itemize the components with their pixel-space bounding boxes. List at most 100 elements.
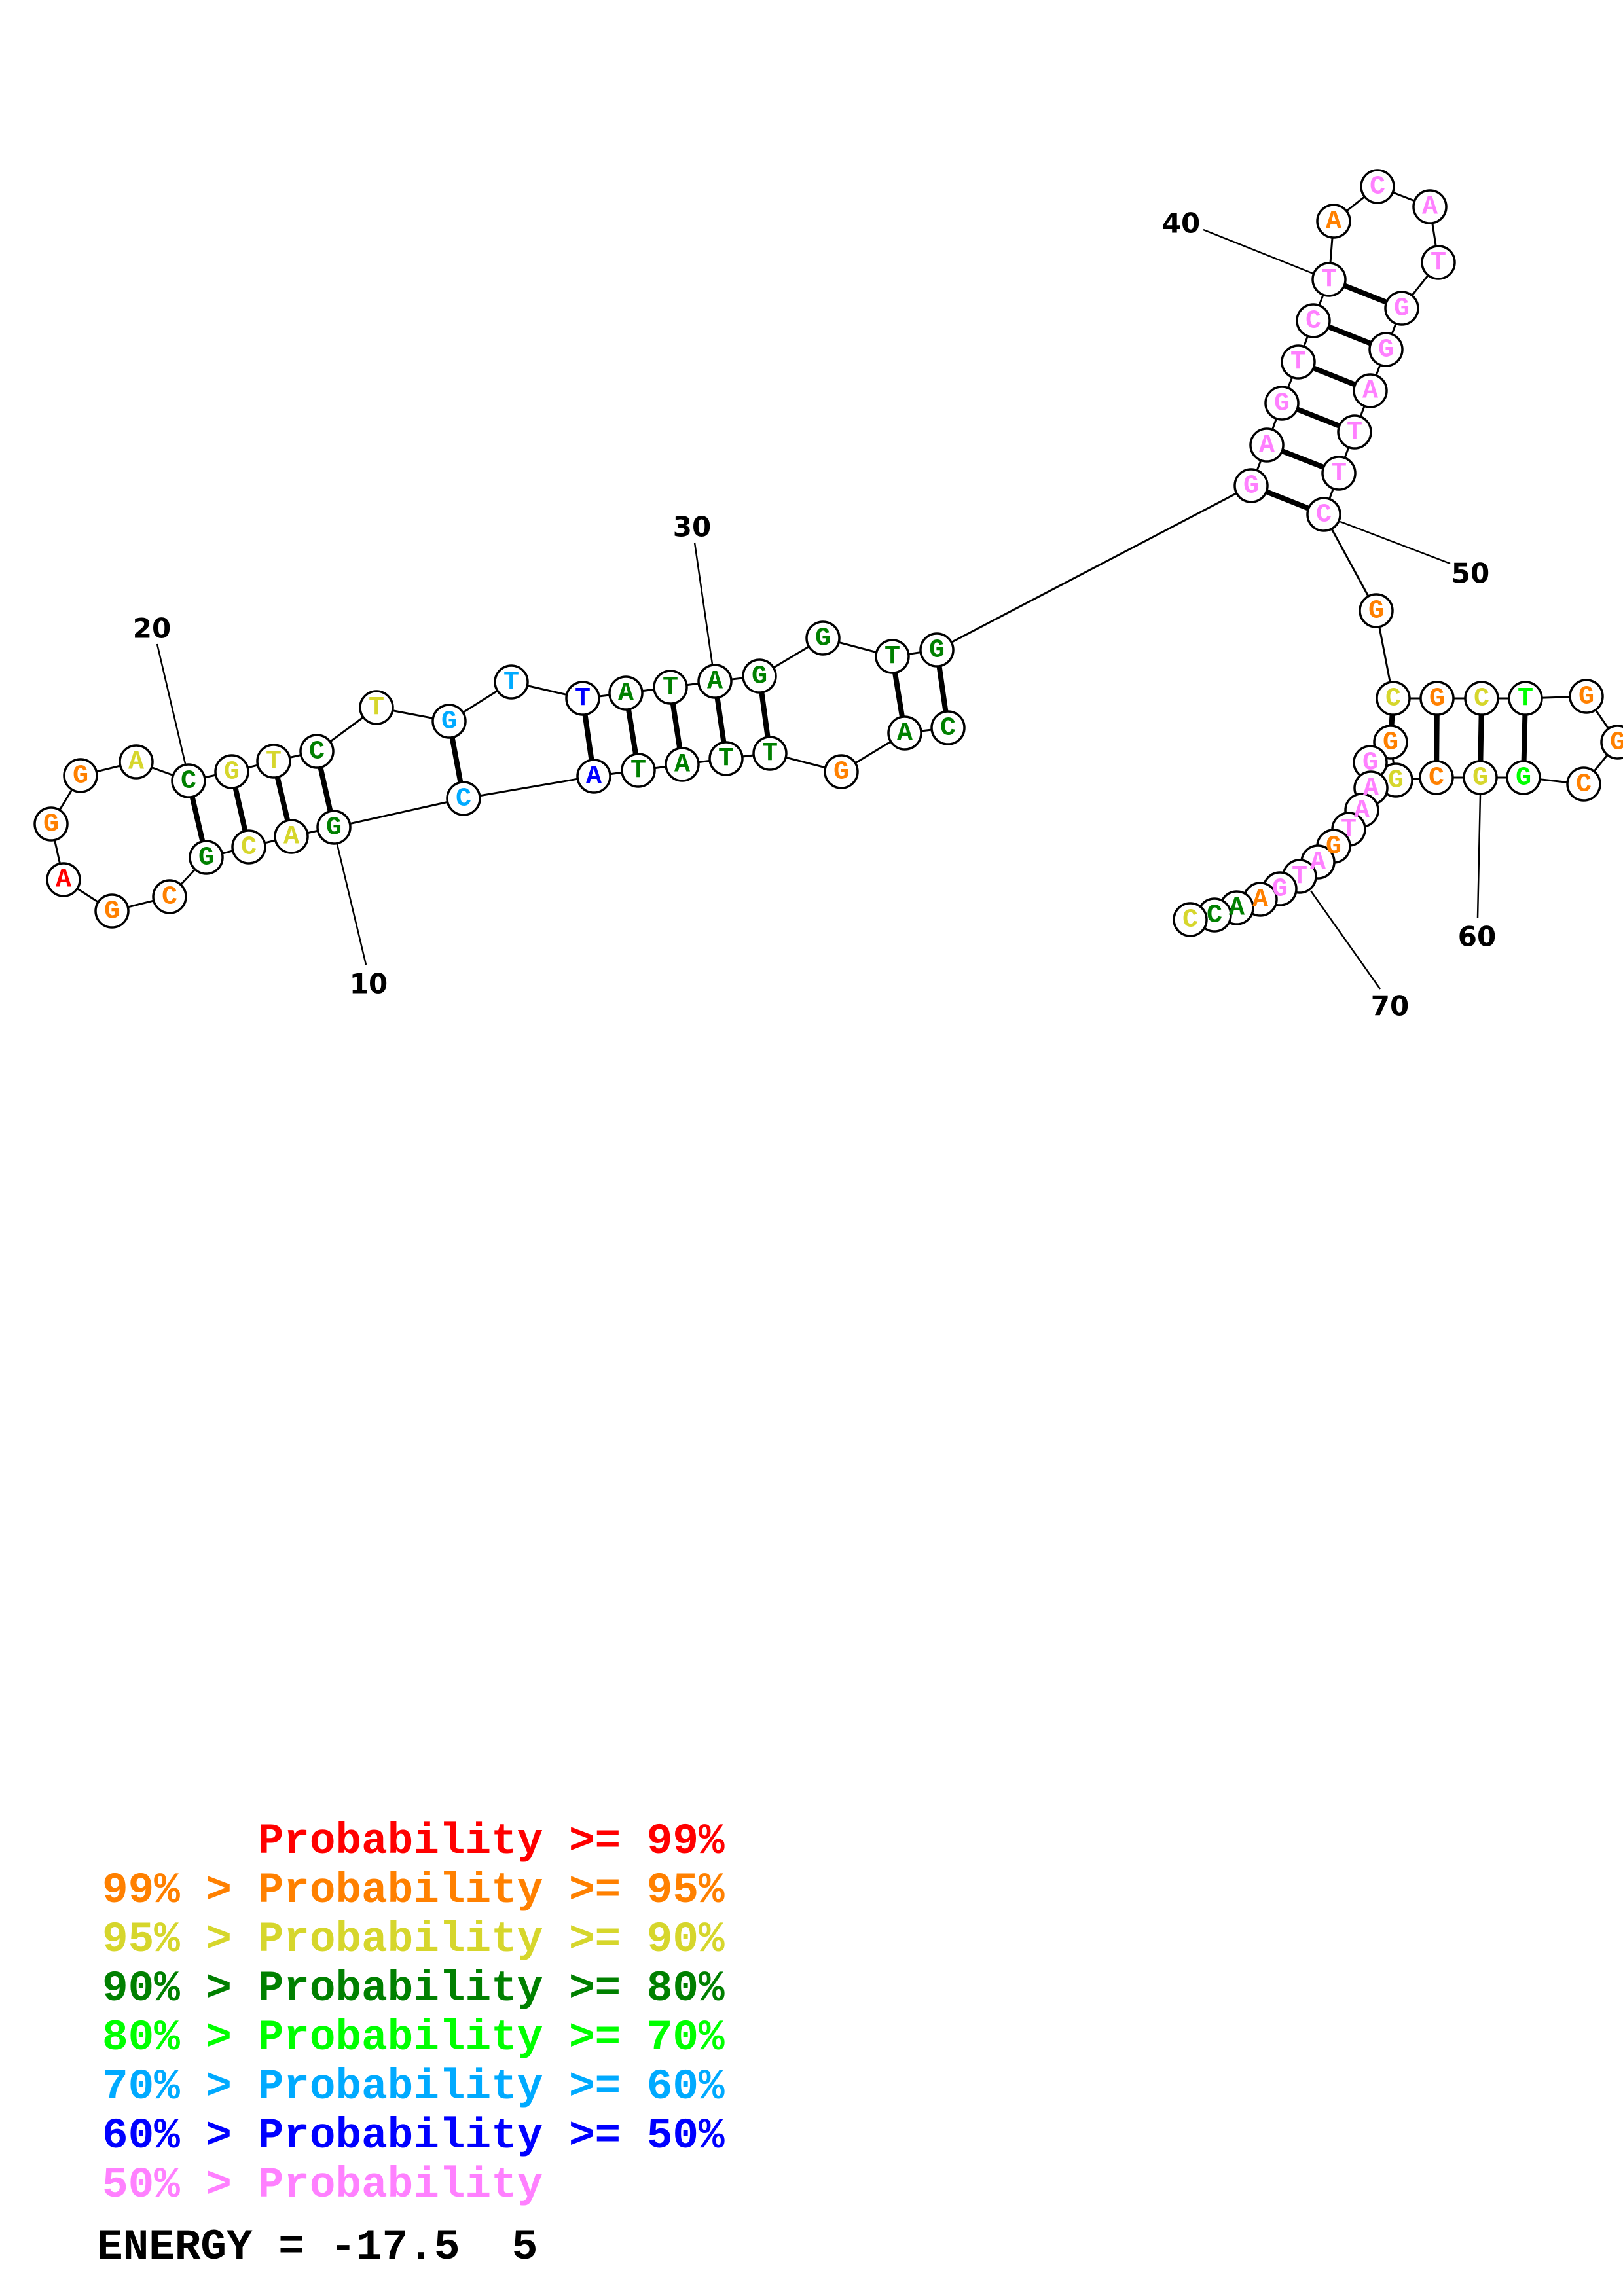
nucleotide-letter: G — [198, 844, 214, 873]
nucleotide-letter: G — [1272, 875, 1288, 905]
nucleotide-circle — [214, 754, 249, 789]
nucleotide-letter: C — [1576, 770, 1592, 800]
nucleotide-letter: G — [752, 662, 767, 692]
nucleotide-letter: G — [73, 762, 88, 791]
nucleotide-letter: G — [224, 758, 240, 787]
nucleotide-circle — [256, 744, 291, 779]
legend-entry-5: 80% > Probability >= 70% — [102, 2013, 725, 2062]
nucleotide-circle — [119, 744, 154, 780]
backbone-link — [333, 797, 464, 829]
probability-legend: Probability >= 99% 99% > Probability >= … — [97, 1817, 725, 2272]
nucleotide-circle — [446, 781, 481, 816]
nucleotide-circle — [1368, 332, 1404, 367]
nucleotide-letter: A — [1326, 207, 1341, 237]
nucleotide-circle — [1249, 427, 1285, 463]
nucleotide-circles — [33, 169, 1623, 937]
nucleotide-circle — [1316, 204, 1351, 239]
nucleotide-circle — [46, 862, 81, 897]
nucleotide-circle — [299, 734, 335, 769]
nucleotide-circle — [1360, 169, 1395, 204]
nucleotide-letter: C — [181, 767, 196, 797]
nucleotide-letter: G — [833, 758, 849, 787]
nucleotide-circle — [431, 704, 467, 739]
position-label-line — [336, 844, 367, 965]
position-label: 30 — [673, 511, 711, 543]
nucleotide-letter: A — [1252, 886, 1268, 915]
nucleotide-letter: G — [43, 810, 59, 840]
nucleotide-circle — [274, 819, 309, 854]
nucleotide-letter: C — [1370, 173, 1385, 202]
nucleotide-circle — [1376, 681, 1411, 716]
nucleotide-letter: A — [128, 748, 144, 778]
nucleotide-letter: A — [1229, 894, 1245, 924]
nucleotide-letter: A — [283, 823, 299, 852]
nucleotide-circle — [1463, 760, 1498, 795]
nucleotide-circle — [653, 670, 688, 705]
nucleotide-letter: C — [309, 738, 325, 767]
nucleotide-circle — [576, 759, 611, 794]
nucleotide-circle — [1421, 245, 1456, 280]
nucleotide-letter: T — [1290, 348, 1306, 378]
nucleotide-letter: T — [1341, 816, 1357, 845]
legend-entry-8: 50% > Probability — [102, 2161, 543, 2210]
nucleotide-letter: G — [1362, 749, 1378, 778]
nucleotide-circle — [1359, 593, 1394, 628]
nucleotide-letter: G — [815, 624, 831, 654]
nucleotide-circle — [359, 690, 394, 725]
nucleotide-letter: T — [1518, 685, 1533, 714]
nucleotide-letter: A — [1354, 797, 1370, 826]
position-label-lines — [156, 228, 1482, 990]
position-label-line — [1476, 794, 1482, 919]
nucleotide-circle — [621, 753, 656, 788]
nucleotide-circle — [1321, 456, 1357, 491]
nucleotide-letter: G — [1243, 472, 1259, 501]
legend-entry-6: 70% > Probability >= 60% — [102, 2062, 725, 2111]
position-label: 40 — [1162, 207, 1200, 240]
nucleotide-circle — [1566, 766, 1601, 802]
nucleotide-letter: T — [369, 694, 384, 723]
nucleotide-letter: T — [884, 643, 900, 672]
legend-entry-4: 90% > Probability >= 80% — [102, 1964, 725, 2013]
nucleotide-circle — [33, 806, 69, 842]
nucleotide-circle — [152, 879, 187, 914]
nucleotide-circle — [697, 664, 733, 699]
position-label: 60 — [1458, 921, 1496, 953]
nucleotide-circle — [1233, 468, 1269, 503]
nucleotide-circle — [1311, 262, 1347, 297]
nucleotide-letter: A — [586, 762, 602, 792]
nucleotide-circle — [565, 681, 600, 716]
nucleotide-letter: T — [1431, 249, 1446, 278]
nucleotide-circle — [1412, 189, 1448, 224]
nucleotide-circle — [1173, 902, 1208, 937]
nucleotide-letter: T — [1331, 459, 1347, 489]
legend-entry-1: Probability >= 99% — [102, 1817, 725, 1866]
nucleotide-circle — [1281, 344, 1316, 380]
nucleotide-letter: A — [56, 866, 71, 895]
legend-entry-3: 95% > Probability >= 90% — [102, 1915, 725, 1964]
nucleotide-circle — [824, 754, 859, 789]
nucleotide-letter: C — [162, 883, 177, 912]
nucleotide-letter: A — [1310, 848, 1326, 878]
nucleotide-circle — [1464, 681, 1499, 716]
nucleotide-letter: G — [929, 636, 945, 666]
nucleotide-circle — [1384, 291, 1419, 326]
nucleotide-letter: C — [241, 833, 257, 863]
nucleotide-letter: G — [326, 814, 342, 843]
nucleotide-circle — [63, 758, 98, 793]
nucleotide-letter: C — [1429, 764, 1444, 793]
nucleotide-letter: G — [1274, 389, 1290, 419]
nucleotide-circle — [1264, 386, 1300, 421]
nucleotide-letter: T — [762, 740, 778, 769]
nucleotide-letter: T — [266, 747, 282, 777]
position-label-line — [693, 542, 714, 665]
nucleotide-circle — [1353, 373, 1388, 408]
nucleotide-circle — [316, 810, 352, 845]
nucleotide-circle — [665, 747, 700, 782]
nucleotide-letter: G — [1578, 683, 1594, 712]
position-label: 10 — [350, 968, 388, 1000]
nucleotide-letter: A — [1362, 377, 1378, 406]
nucleotide-letter: G — [441, 708, 457, 737]
nucleotide-letter: A — [707, 668, 723, 697]
nucleotide-circle — [1419, 760, 1454, 795]
